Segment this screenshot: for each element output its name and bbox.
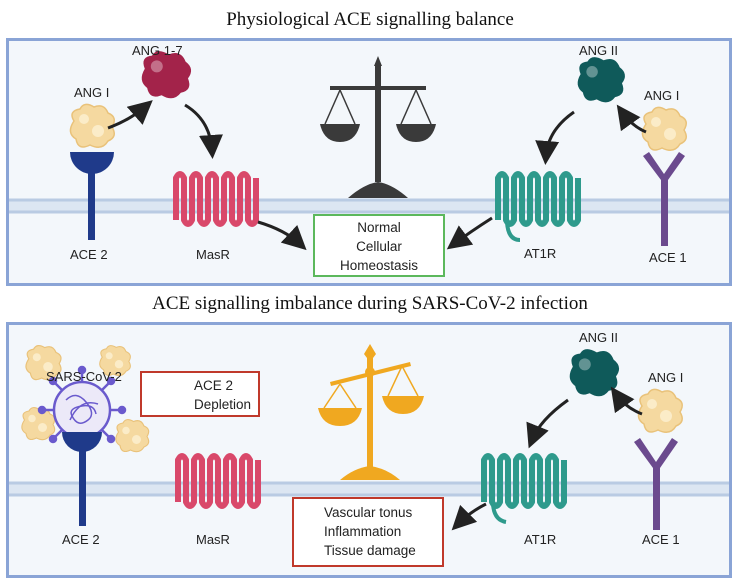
- at1r-receptor-bottom: [484, 456, 564, 506]
- label-at1r-top: AT1R: [524, 246, 557, 261]
- homeostasis-box: Normal Cellular Homeostasis: [313, 214, 445, 277]
- arrow-at1r-to-homeostasis: [446, 216, 493, 250]
- at1r-tail-top: [505, 221, 521, 242]
- depletion-line-2: Depletion: [194, 397, 252, 412]
- bottom-panel-title: ACE signalling imbalance during SARS-CoV…: [152, 293, 588, 314]
- ang2-molecule-top: [577, 57, 625, 103]
- masr-receptor-bottom: [178, 456, 258, 506]
- ang17-molecule: [141, 51, 192, 99]
- arrow-ang1-to-ang17: [107, 100, 153, 130]
- ace2-depletion-box: ACE 2 Depletion: [140, 371, 260, 417]
- label-ang1-right: ANG I: [644, 88, 680, 103]
- label-ace2-bottom: ACE 2: [62, 532, 100, 547]
- virus-icon: [37, 365, 127, 444]
- effect-vascular-tonus: Vascular tonus: [324, 505, 413, 520]
- arrow-ang1-to-ang2-bottom: [610, 386, 643, 416]
- arrow-ang2-to-at1r: [535, 110, 575, 165]
- effect-inflammation: Inflammation: [324, 524, 402, 539]
- label-ang17: ANG 1-7: [132, 43, 183, 58]
- homeostasis-line-2: Cellular: [356, 239, 402, 254]
- arrow-ang1-to-ang2-top: [616, 104, 647, 134]
- label-ace1-top: ACE 1: [649, 250, 687, 265]
- label-ang2-top: ANG II: [579, 43, 619, 58]
- at1r-tail-bottom: [491, 503, 507, 524]
- bottom-membrane: [9, 481, 729, 497]
- arrow-at1r-to-effects: [451, 502, 487, 531]
- effects-box: Vascular tonus Inflammation Tissue damag…: [292, 497, 444, 567]
- ang1-molecule-bottom: [637, 388, 683, 433]
- ace2-receptor-bottom: [62, 432, 102, 526]
- ace1-receptor-bottom: [634, 438, 678, 530]
- homeostasis-line-1: Normal: [357, 220, 401, 235]
- imbalanced-scale-icon: [318, 344, 424, 480]
- ace2-receptor-top: [70, 152, 114, 240]
- arrow-ang2-to-at1r-bottom: [526, 398, 569, 449]
- label-ang2-bottom: ANG II: [579, 330, 619, 345]
- label-ace1-bottom: ACE 1: [642, 532, 680, 547]
- label-at1r-bottom: AT1R: [524, 532, 557, 547]
- homeostasis-line-3: Homeostasis: [339, 258, 419, 273]
- label-virus: SARS-CoV-2: [46, 369, 122, 384]
- arrow-ang17-to-masr: [184, 103, 223, 159]
- ang2-molecule-bottom: [569, 349, 620, 397]
- ang1-free-4: [115, 419, 150, 453]
- ace1-receptor-top: [643, 152, 685, 246]
- top-membrane: [9, 198, 729, 214]
- label-ace2-top: ACE 2: [70, 247, 108, 262]
- arrow-masr-to-homeostasis: [257, 220, 307, 251]
- label-ang1-bottom: ANG I: [648, 370, 684, 385]
- label-masr-bottom: MasR: [196, 532, 230, 547]
- top-panel-title: Physiological ACE signalling balance: [226, 9, 514, 30]
- effect-tissue-damage: Tissue damage: [324, 543, 416, 558]
- label-ang1-left: ANG I: [74, 85, 110, 100]
- depletion-line-1: ACE 2: [194, 378, 234, 393]
- ang1-molecule-left-top: [69, 103, 115, 148]
- ang1-free-3: [21, 407, 56, 441]
- ang1-molecule-right-top: [641, 106, 687, 151]
- label-masr-top: MasR: [196, 247, 230, 262]
- balanced-scale-icon: [320, 56, 436, 198]
